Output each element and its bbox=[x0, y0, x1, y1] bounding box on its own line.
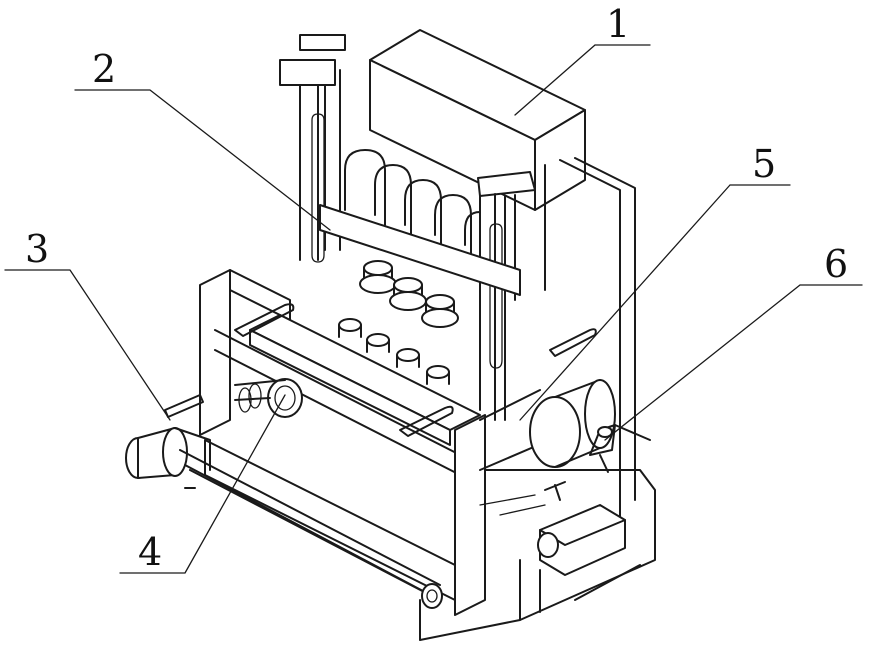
label-2: 2 bbox=[92, 47, 116, 91]
front-post bbox=[478, 172, 535, 420]
label-1: 1 bbox=[606, 2, 630, 46]
label-4: 4 bbox=[138, 530, 162, 574]
label-3: 3 bbox=[25, 227, 49, 271]
leader-6 bbox=[605, 285, 862, 440]
leader-3 bbox=[5, 270, 170, 420]
top-box bbox=[370, 30, 585, 210]
rear-roller bbox=[480, 380, 615, 470]
leader-5 bbox=[520, 185, 790, 420]
output-roller bbox=[480, 482, 625, 575]
label-5: 5 bbox=[752, 142, 776, 186]
leader-2 bbox=[75, 90, 330, 230]
label-6: 6 bbox=[824, 242, 848, 286]
